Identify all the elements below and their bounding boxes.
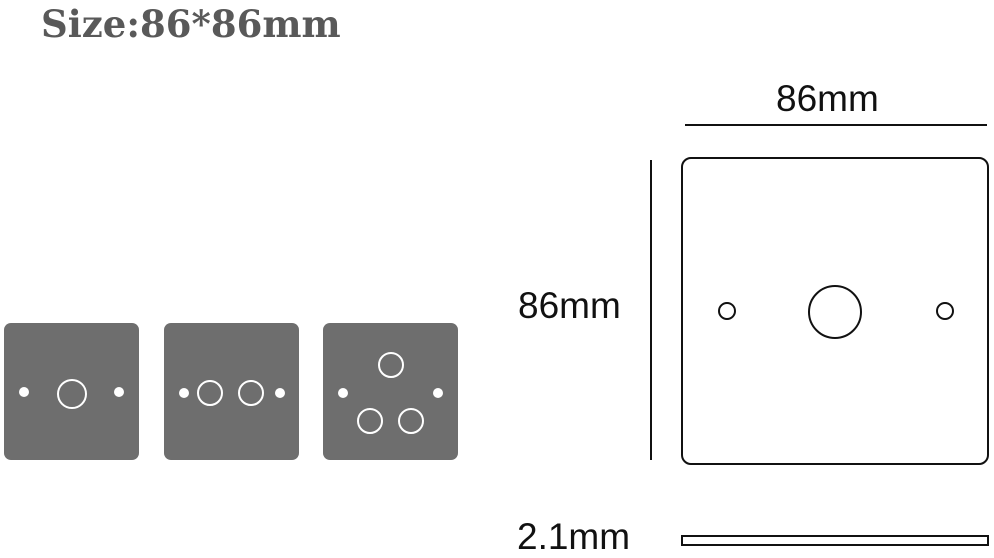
screw-hole-left <box>179 388 189 398</box>
single-socket-panel <box>4 323 139 460</box>
plate-thickness-profile <box>681 535 989 546</box>
height-dimension-label: 86mm <box>518 285 621 326</box>
screw-hole-right <box>433 388 443 398</box>
socket-hole-right <box>238 380 264 406</box>
triple-socket-panel <box>323 323 458 460</box>
socket-hole <box>808 285 862 339</box>
screw-hole-left <box>19 387 29 397</box>
socket-hole-bottom-right <box>398 408 424 434</box>
size-title: Size:86*86mm <box>41 2 341 46</box>
screw-hole-right <box>936 302 954 320</box>
height-dimension-line <box>650 160 652 460</box>
socket-hole-bottom-left <box>357 408 383 434</box>
double-socket-panel <box>164 323 299 460</box>
screw-hole-left <box>338 388 348 398</box>
plate-outline <box>681 157 989 465</box>
width-dimension-label: 86mm <box>776 78 879 119</box>
width-dimension-line <box>685 124 987 126</box>
socket-hole-top <box>378 352 404 378</box>
screw-hole-right <box>114 387 124 397</box>
screw-hole-right <box>275 388 285 398</box>
socket-hole <box>57 379 87 409</box>
thickness-dimension-label: 2.1mm <box>517 516 631 557</box>
screw-hole-left <box>718 302 736 320</box>
socket-hole-left <box>197 380 223 406</box>
